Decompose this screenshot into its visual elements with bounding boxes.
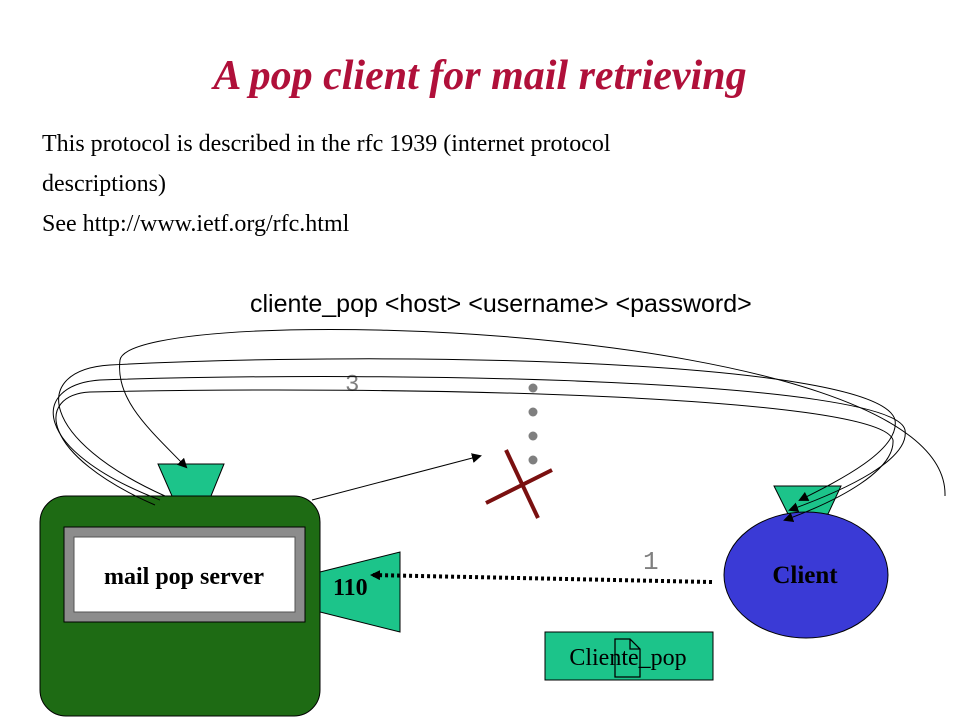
server-label-panel [73, 536, 296, 613]
step-1-label: 1 [643, 547, 659, 577]
curve-server-to-client-2 [52, 376, 906, 512]
curve-server-to-client-1 [58, 358, 896, 501]
slide-title: A pop client for mail retrieving [213, 53, 747, 99]
step-3-label: 3 [345, 372, 359, 399]
dot-4 [528, 455, 538, 465]
see-rfc-line: See http://www.ietf.org/rfc.html [42, 211, 350, 237]
server-top-socket [157, 463, 225, 497]
description-line-2: descriptions) [42, 171, 166, 197]
client-label: Client [772, 562, 838, 589]
curve-server-to-client-3 [55, 389, 894, 522]
program-box [544, 631, 714, 681]
cross-stroke-2 [485, 468, 553, 505]
server-label: mail pop server [104, 564, 264, 590]
description-line-1: This protocol is described in the rfc 19… [42, 131, 611, 157]
document-icon [614, 638, 641, 678]
port-110-label: 110 [333, 575, 368, 601]
connection-arrow [370, 570, 713, 584]
curve-client-to-server [119, 328, 946, 497]
client-socket [773, 485, 842, 515]
command-syntax: cliente_pop <host> <username> <password> [250, 290, 752, 318]
server-to-break-arrow [311, 453, 482, 501]
program-label: Cliente_pop [569, 645, 686, 671]
dot-1 [528, 383, 538, 393]
dot-3 [528, 431, 538, 441]
dot-2 [528, 407, 538, 417]
